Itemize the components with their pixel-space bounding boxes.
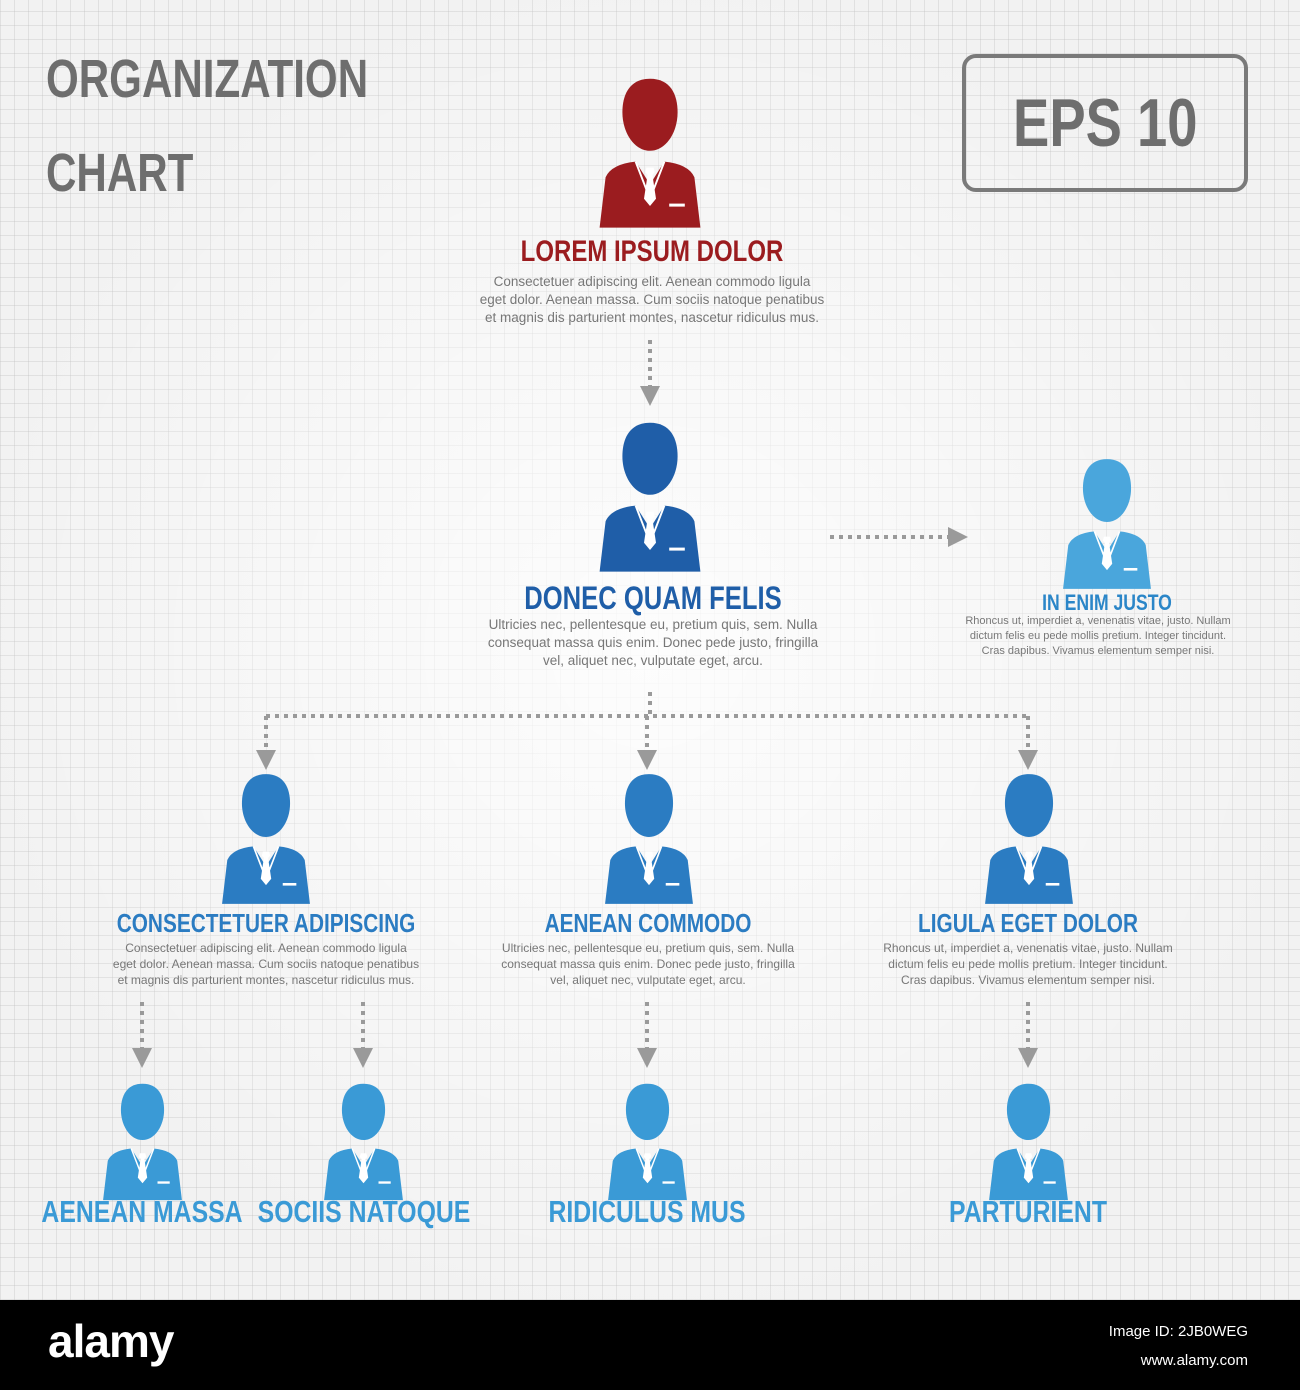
top-name: LOREM IPSUM DOLOR [520,235,784,268]
chart-title-line1: ORGANIZATION [46,49,369,109]
footer-logo[interactable]: alamy [48,1315,174,1367]
leaf1-name: AENEAN MASSA [41,1194,243,1229]
center-description: Ultricies nec, pellentesque eu, pretium … [501,941,795,988]
footer-image-id: Image ID: 2JB0WEG [1108,1323,1248,1340]
leaf2-name: SOCIIS NATOQUE [257,1194,471,1229]
left-person-icon [222,774,310,904]
leaf4-person-icon [989,1083,1068,1201]
center-name: AENEAN COMMODO [544,908,752,938]
leaf4-name: PARTURIENT [949,1194,1107,1229]
connectors [132,340,1038,1068]
assistant-name: IN ENIM JUSTO [1042,590,1172,615]
top-person-icon [599,78,701,228]
footer-bar: alamy Image ID: 2JB0WEG www.alamy.com [0,1300,1300,1390]
eps-badge: EPS 10 [962,54,1248,192]
leaf3-person-icon [608,1083,687,1201]
right-name: LIGULA EGET DOLOR [918,908,1138,938]
footer-url[interactable]: www.alamy.com [1140,1352,1248,1369]
assistant-description: Rhoncus ut, imperdiet a, venenatis vitae… [965,615,1231,657]
leaf1-person-icon [103,1083,182,1201]
right-person-icon [985,774,1073,904]
leaf3-name: RIDICULUS MUS [548,1194,746,1229]
eps-badge-label: EPS 10 [1012,85,1198,161]
left-name: CONSECTETUER ADIPISCING [116,908,416,938]
manager-name: DONEC QUAM FELIS [524,580,782,616]
right-description: Rhoncus ut, imperdiet a, venenatis vitae… [883,941,1173,988]
manager-description: Ultricies nec, pellentesque eu, pretium … [487,617,819,669]
left-description: Consectetuer adipiscing elit. Aenean com… [112,941,420,988]
assistant-person-icon [1063,459,1151,589]
org-chart-canvas: ORGANIZATION CHART EPS 10 [0,0,1300,1300]
chart-title-line2: CHART [46,143,194,203]
center-person-icon [605,774,693,904]
manager-person-icon [599,422,701,572]
top-description: Consectetuer adipiscing elit. Aenean com… [479,274,825,326]
leaf2-person-icon [324,1083,403,1201]
